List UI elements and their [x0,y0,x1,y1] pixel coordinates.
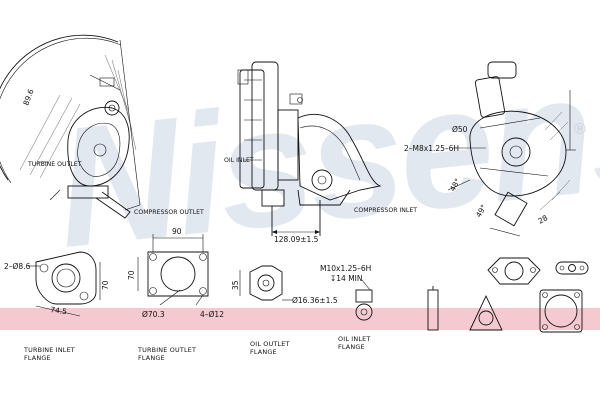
caption-oil-inlet-line2: FLANGE [338,343,365,351]
dim-holes-12: 4–Ø12 [200,310,224,319]
label-turbine-outlet: TURBINE OUTLET [27,161,82,168]
dim-thread-top: 2–M8x1.25–6H [404,144,459,153]
dim-70: 70 [101,280,110,290]
dim-70b: 70 [127,270,136,280]
label-compressor-inlet-small: COMPRESSOR INLET [354,207,417,214]
dim-28: 28 [537,213,550,226]
turbo-right-view [447,61,576,237]
caption-oil-inlet-line1: OIL INLET [338,335,370,343]
caption-turbine-outlet-line1: TURBINE OUTLET [137,346,196,354]
dim-90: 90 [172,227,182,236]
dim-length: 128.09±1.5 [274,235,319,244]
caption-turbine-outlet-line2: FLANGE [138,354,165,362]
dim-thread-oil: M10x1.25–6H [320,264,371,273]
dim-bore-1636: Ø16.36±1.5 [292,296,338,305]
label-oil-inlet-small: OIL INLET [224,157,254,164]
pink-band [0,308,600,330]
caption-oil-outlet-line2: FLANGE [250,348,277,356]
watermark-registered-icon: ® [574,121,586,138]
turbo-middle-view [237,61,382,236]
dim-35: 35 [231,280,240,290]
oil-inlet-flange [355,279,373,321]
caption-turbine-inlet-line1: TURBINE INLET [23,346,75,354]
dim-depth-14: ↧14 MIN [330,274,363,283]
dim-radius: 89.6 [21,88,35,107]
turbine-outlet-flange [137,234,209,306]
watermark-text: Nissens [48,30,600,284]
turbo-left-view [0,34,141,219]
dim-bore-703: Ø70.3 [142,310,165,319]
caption-oil-outlet-line1: OIL OUTLET [250,340,290,348]
oil-outlet-flange [239,265,292,301]
label-compressor-outlet: COMPRESSOR OUTLET [134,209,204,216]
dim-745: 74.5 [50,305,68,316]
turbine-inlet-flange [28,251,101,317]
dim-hole-86: 2–Ø8.6 [4,262,31,271]
caption-turbine-inlet-line2: FLANGE [24,354,51,362]
accessory-parts [427,257,589,333]
dim-bore-50: Ø50 [452,125,468,134]
